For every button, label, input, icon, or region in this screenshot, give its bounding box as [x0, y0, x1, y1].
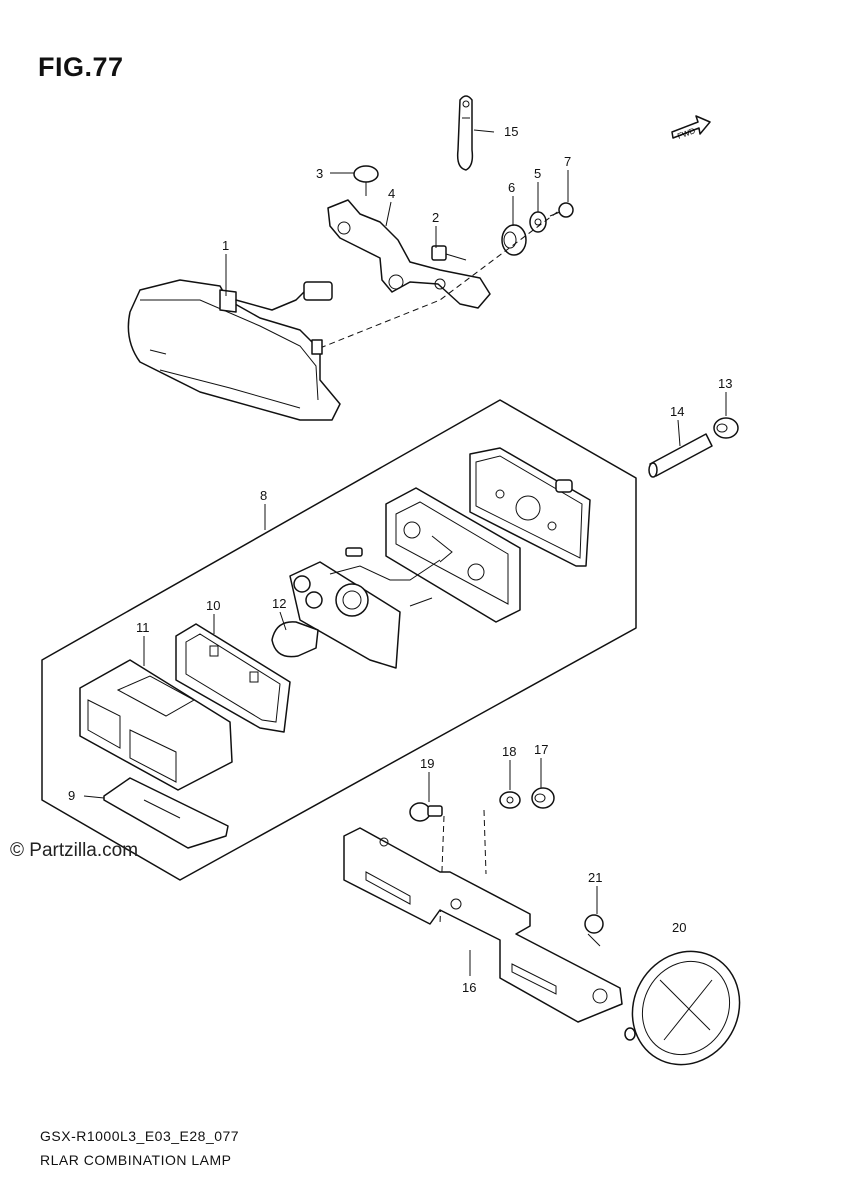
label-7: 7: [564, 154, 571, 169]
part-20-reflector[interactable]: [612, 932, 760, 1084]
label-19: 19: [420, 756, 434, 771]
label-14: 14: [670, 404, 684, 419]
part-21-nut[interactable]: [584, 914, 604, 947]
part-18-washer[interactable]: [499, 791, 521, 809]
label-20: 20: [672, 920, 686, 935]
label-8: 8: [260, 488, 267, 503]
part-9-plate[interactable]: [103, 777, 229, 849]
part-2-bolt[interactable]: [431, 245, 467, 261]
label-15: 15: [504, 124, 518, 139]
part-17-nut[interactable]: [531, 787, 555, 809]
part-number-labels: 1 2 3 4 5 6 7 8 9 10 11 12 13 14 15 16 1…: [68, 124, 732, 995]
label-16: 16: [462, 980, 476, 995]
part-14-spacer-tube[interactable]: [648, 433, 713, 478]
label-5: 5: [534, 166, 541, 181]
part-10-gasket[interactable]: [175, 623, 291, 733]
part-12-bulb[interactable]: [271, 621, 319, 658]
part-4-bracket[interactable]: [327, 199, 491, 309]
footer-diagram-name: RLAR COMBINATION LAMP: [40, 1152, 232, 1168]
bulb-socket-assembly[interactable]: [289, 547, 441, 669]
part-8-kit-boundary: [41, 399, 637, 881]
label-18: 18: [502, 744, 516, 759]
label-1: 1: [222, 238, 229, 253]
part-6-grommet[interactable]: [501, 224, 527, 256]
footer-diagram-code: GSX-R1000L3_E03_E28_077: [40, 1128, 240, 1144]
watermark-text: © Partzilla.com: [10, 840, 139, 861]
part-13-nut[interactable]: [713, 417, 739, 439]
part-11-lens[interactable]: [79, 659, 233, 791]
part-1-tail-lamp[interactable]: [127, 279, 341, 421]
label-11: 11: [136, 620, 150, 635]
label-21: 21: [588, 870, 602, 885]
label-12: 12: [272, 596, 286, 611]
fwd-arrow-icon: FWD: [671, 115, 711, 141]
label-6: 6: [508, 180, 515, 195]
label-17: 17: [534, 742, 548, 757]
label-9: 9: [68, 788, 75, 803]
license-lamp-base-block[interactable]: [385, 487, 521, 623]
leader-lines: [83, 129, 727, 976]
part-19-bolt[interactable]: [409, 802, 443, 822]
part-5-washer[interactable]: [529, 211, 547, 233]
part-16-license-bracket[interactable]: [343, 827, 623, 1023]
license-lamp-rear-gasket[interactable]: [469, 447, 591, 567]
part-15-strap[interactable]: [456, 95, 474, 171]
label-10: 10: [206, 598, 220, 613]
label-13: 13: [718, 376, 732, 391]
label-3: 3: [316, 166, 323, 181]
part-7-screw[interactable]: [549, 202, 574, 218]
label-2: 2: [432, 210, 439, 225]
part-3-screw[interactable]: [353, 165, 379, 196]
figure-title: FIG.77: [38, 52, 124, 82]
label-4: 4: [388, 186, 395, 201]
